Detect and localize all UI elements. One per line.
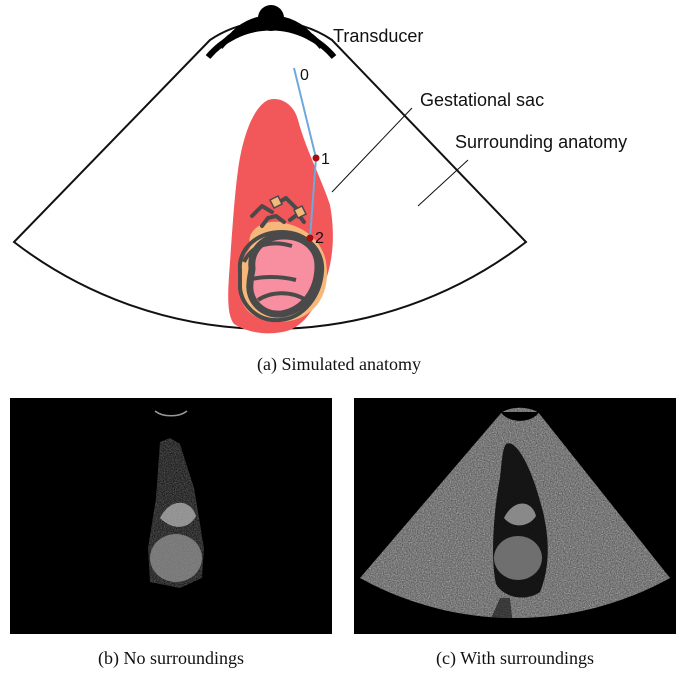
path-point-1-label: 1 <box>321 151 330 168</box>
caption-b: (b) No surroundings <box>10 648 332 669</box>
path-point-2-marker <box>307 235 314 242</box>
caption-a: (a) Simulated anatomy <box>0 354 678 375</box>
path-point-1-marker <box>313 155 320 162</box>
simulated-anatomy-diagram: 0 1 2 Transducer Gestational sac Surroun… <box>0 0 678 345</box>
path-point-2-label: 2 <box>315 230 324 247</box>
gestational-sac-label: Gestational sac <box>420 90 544 110</box>
caption-c: (c) With surroundings <box>354 648 676 669</box>
fetal-head-echo-c <box>494 536 542 580</box>
transducer-label: Transducer <box>333 26 423 46</box>
ultrasound-image-with-surroundings <box>354 398 676 634</box>
ultrasound-image-no-surroundings <box>10 398 332 634</box>
path-point-0-label: 0 <box>300 67 309 84</box>
surrounding-anatomy-label: Surrounding anatomy <box>455 132 627 152</box>
fetal-head-echo-b <box>150 534 202 582</box>
